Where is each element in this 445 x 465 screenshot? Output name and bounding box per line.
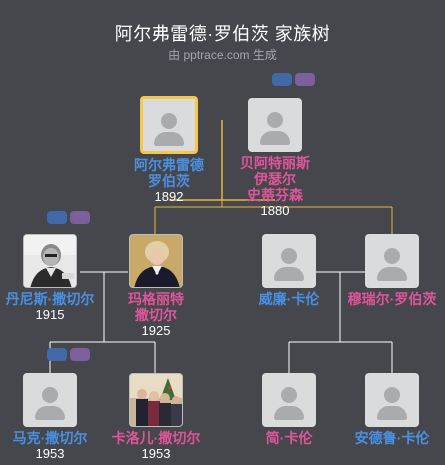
person-body-icon [377, 406, 407, 420]
person-head-icon [384, 248, 400, 264]
person-birth-year: 1880 [260, 203, 290, 218]
portrait-photo[interactable] [129, 234, 183, 288]
person-card-alfred[interactable]: 阿尔弗雷德 罗伯茨 1892 [109, 96, 229, 204]
person-head-icon [281, 387, 297, 403]
avatar[interactable] [262, 373, 316, 427]
person-head-icon [384, 387, 400, 403]
expand-parents-toggle-beatrice[interactable] [272, 73, 316, 86]
person-name: 贝阿特丽斯 伊瑟尔 史蒂芬森 [240, 155, 310, 203]
avatar[interactable] [248, 98, 302, 152]
person-card-carol[interactable]: 卡洛儿·撒切尔 1953 [96, 373, 216, 461]
person-card-denis[interactable]: 丹尼斯·撒切尔 1915 [0, 234, 110, 322]
person-body-icon [377, 267, 407, 281]
person-body-icon [274, 267, 304, 281]
person-head-icon [161, 113, 177, 129]
portrait-photo[interactable] [23, 234, 77, 288]
person-name: 威廉·卡伦 [258, 291, 320, 307]
avatar[interactable] [365, 234, 419, 288]
person-card-jane[interactable]: 简·卡伦 [229, 373, 349, 446]
expand-parents-toggle-mark[interactable] [47, 348, 91, 361]
person-card-beatrice[interactable]: 贝阿特丽斯 伊瑟尔 史蒂芬森 1880 [215, 98, 335, 218]
person-head-icon [281, 248, 297, 264]
avatar[interactable] [23, 373, 77, 427]
person-name: 玛格丽特 撒切尔 [128, 291, 184, 323]
person-name: 阿尔弗雷德 罗伯茨 [134, 157, 204, 189]
expand-parents-toggle-denis[interactable] [47, 211, 91, 224]
person-name: 安德鲁·卡伦 [354, 430, 430, 446]
page-subtitle: 由 pptrace.com 生成 [168, 48, 277, 62]
person-birth-year: 1953 [141, 446, 171, 461]
person-name: 马克·撒切尔 [12, 430, 88, 446]
toggle-left-icon[interactable] [47, 348, 67, 361]
person-body-icon [154, 132, 184, 146]
page-title: 阿尔弗雷德·罗伯茨 家族树 [114, 24, 331, 44]
person-birth-year: 1925 [141, 323, 171, 338]
avatar[interactable] [365, 373, 419, 427]
toggle-right-icon[interactable] [70, 348, 90, 361]
person-card-mark[interactable]: 马克·撒切尔 1953 [0, 373, 110, 461]
child-line-cullen [288, 272, 393, 373]
group-photo[interactable] [129, 373, 183, 427]
person-body-icon [274, 406, 304, 420]
person-body-icon [260, 131, 290, 145]
person-name: 穆瑞尔·罗伯茨 [347, 291, 437, 307]
toggle-left-icon[interactable] [47, 211, 67, 224]
person-card-william[interactable]: 威廉·卡伦 [229, 234, 349, 307]
person-card-margaret[interactable]: 玛格丽特 撒切尔 1925 [96, 234, 216, 338]
person-name: 卡洛儿·撒切尔 [111, 430, 201, 446]
avatar[interactable] [140, 96, 198, 154]
person-name: 简·卡伦 [265, 430, 313, 446]
person-head-icon [42, 387, 58, 403]
person-birth-year: 1915 [35, 307, 65, 322]
toggle-right-icon[interactable] [70, 211, 90, 224]
avatar[interactable] [262, 234, 316, 288]
toggle-left-icon[interactable] [272, 73, 292, 86]
person-birth-year: 1953 [35, 446, 65, 461]
child-line-thatcher [49, 272, 156, 373]
person-card-muriel[interactable]: 穆瑞尔·罗伯茨 [332, 234, 445, 307]
person-body-icon [35, 406, 65, 420]
person-name: 丹尼斯·撒切尔 [5, 291, 95, 307]
child-line-gen1 [154, 200, 393, 234]
toggle-right-icon[interactable] [295, 73, 315, 86]
person-head-icon [267, 112, 283, 128]
person-card-andrew[interactable]: 安德鲁·卡伦 [332, 373, 445, 446]
person-birth-year: 1892 [154, 189, 184, 204]
